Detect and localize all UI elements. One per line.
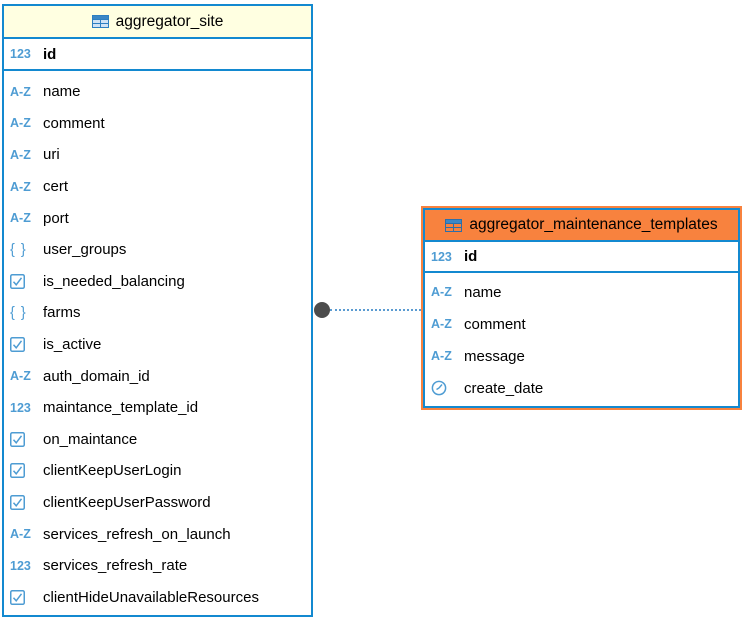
column-row[interactable]: { } user_groups [10, 241, 127, 259]
text-az-icon: A-Z [10, 527, 31, 542]
relation-line[interactable] [330, 309, 421, 311]
boolean-checkbox-icon [10, 337, 35, 353]
json-braces-icon: { } [10, 241, 27, 258]
text-az-icon: A-Z [431, 317, 452, 331]
column-row[interactable]: A-Z name [431, 283, 502, 301]
primary-key-row[interactable]: 123 id [4, 39, 311, 71]
boolean-checkbox-icon [10, 589, 35, 605]
entity-aggregator-maintenance-templates[interactable]: aggregator_maintenance_templates 123 id … [421, 206, 742, 410]
text-az-icon: A-Z [10, 147, 31, 162]
entity-title: aggregator_maintenance_templates [469, 216, 718, 233]
column-row[interactable]: create_date [425, 372, 738, 404]
primary-key-row[interactable]: 123 id [425, 242, 738, 273]
column-row[interactable]: clientKeepUserPassword [4, 487, 311, 519]
entity-header[interactable]: aggregator_site [4, 6, 311, 39]
relation-origin-dot[interactable] [314, 302, 330, 318]
column-row[interactable]: A-Z message [431, 347, 525, 365]
columns-list: A-Z name A-Z comment A-Z uri A-Z cert A-… [4, 71, 311, 615]
text-az-icon: A-Z [431, 285, 452, 299]
text-az-icon: A-Z [431, 349, 452, 363]
column-row[interactable]: A-Z comment [431, 315, 526, 333]
json-braces-icon: { } [10, 304, 27, 321]
table-icon [445, 218, 463, 232]
column-row[interactable]: { } farms [10, 304, 81, 322]
boolean-checkbox-icon [10, 463, 35, 479]
text-az-icon: A-Z [10, 116, 31, 131]
numeric-123-icon: 123 [10, 558, 31, 573]
boolean-checkbox-icon [10, 495, 35, 511]
numeric-123-icon: 123 [10, 400, 31, 415]
datetime-clock-icon [431, 380, 456, 396]
column-row[interactable]: A-Z comment [10, 114, 105, 132]
column-row[interactable]: A-Z port [10, 209, 69, 227]
boolean-checkbox-icon [10, 273, 35, 289]
column-row[interactable]: A-Z services_refresh_on_launch [10, 525, 231, 543]
column-row[interactable]: is_needed_balancing [4, 266, 311, 298]
column-row[interactable]: clientKeepUserLogin [4, 455, 311, 487]
column-row[interactable]: 123 maintance_template_id [10, 399, 199, 417]
text-az-icon: A-Z [10, 179, 31, 194]
primary-key-label: id [464, 248, 478, 265]
column-row[interactable]: is_active [4, 329, 311, 361]
entity-aggregator-site[interactable]: aggregator_site 123 id A-Z name A-Z comm… [2, 4, 313, 618]
columns-list: A-Z name A-Z comment A-Z message create_… [425, 273, 738, 406]
entity-header[interactable]: aggregator_maintenance_templates [425, 210, 738, 242]
column-row[interactable]: on_maintance [4, 424, 311, 456]
numeric-123-icon: 123 [10, 47, 31, 61]
text-az-icon: A-Z [10, 369, 31, 384]
numeric-123-icon: 123 [431, 249, 452, 264]
entity-title: aggregator_site [115, 12, 224, 30]
column-row[interactable]: 123 services_refresh_rate [10, 557, 188, 575]
column-row[interactable]: A-Z cert [10, 178, 69, 196]
boolean-checkbox-icon [10, 431, 35, 447]
column-row[interactable]: A-Z auth_domain_id [10, 367, 150, 385]
table-icon [91, 15, 109, 28]
column-row[interactable]: A-Z name [10, 83, 81, 101]
text-az-icon: A-Z [10, 211, 31, 226]
primary-key-label: id [43, 45, 57, 63]
text-az-icon: A-Z [10, 84, 31, 99]
column-row[interactable]: clientHideUnavailableResources [4, 582, 311, 614]
column-row[interactable]: A-Z uri [10, 146, 60, 164]
